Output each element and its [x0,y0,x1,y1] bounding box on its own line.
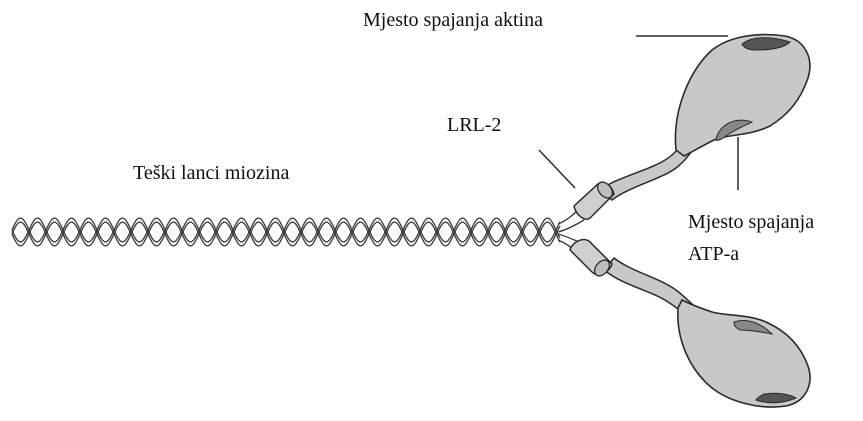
lrl2-label: LRL-2 [447,114,502,136]
heavy-chain-coil [11,217,561,247]
actin-binding-site-upper [741,37,791,51]
atp-binding-site-lower [733,320,774,335]
heavy-chain-strand-b [11,217,561,243]
actin-binding-site-lower [755,392,798,404]
upper-myosin-head [674,33,811,157]
upper-light-chain [573,181,615,220]
lower-myosin-head [677,298,811,408]
actin-binding-site-label: Mjesto spajanja aktina [363,9,543,31]
atp-binding-site-label-line2: ATP-a [688,243,740,265]
lower-light-chain [569,238,613,277]
atp-binding-site-label-line1: Mjesto spajanja [688,211,815,233]
heavy-chain-strand-a [11,217,561,243]
leader-lines [538,35,739,190]
heavy-chains-label: Teški lanci miozina [133,162,290,184]
heavy-chain-strand-c [11,221,561,247]
atp-binding-site-upper [715,119,754,141]
heavy-chain-strand-d [11,221,561,247]
lrl2-leader [538,149,576,189]
